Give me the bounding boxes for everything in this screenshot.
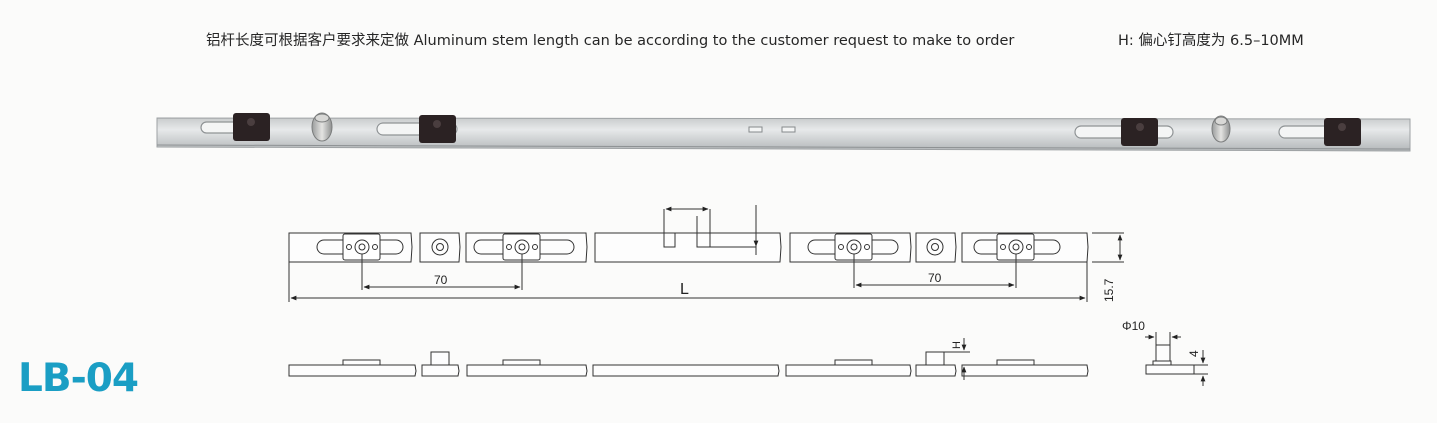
side-block <box>502 359 541 366</box>
dim-label-height: H <box>951 341 963 349</box>
locking-block <box>419 115 456 143</box>
eccentric-pin <box>1211 115 1231 143</box>
model-code: LB-04 <box>18 356 139 401</box>
side-view-drawing <box>288 338 1089 380</box>
side-block <box>834 359 873 366</box>
side-segment <box>915 364 957 377</box>
bar-segment <box>915 232 957 263</box>
dim-label-diameter: Φ10 <box>1122 319 1145 333</box>
side-block <box>342 359 381 366</box>
side-pin <box>430 351 450 366</box>
product-photo <box>156 112 1411 152</box>
dim-label-width: 15.7 <box>1102 278 1116 302</box>
bar-segment <box>419 232 461 263</box>
locking-block <box>233 113 270 141</box>
side-segment <box>288 364 417 377</box>
header-description: 铝杆长度可根据客户要求来定做 Aluminum stem length can … <box>206 33 1015 49</box>
top-view-drawing <box>288 205 1124 302</box>
bar-segment <box>594 232 782 263</box>
side-segment <box>961 364 1089 377</box>
height-note: H: 偏心钉高度为 6.5–10MM <box>1118 33 1304 49</box>
drawing-pin <box>926 238 944 256</box>
dim-label-70-left: 70 <box>434 273 448 287</box>
side-pin <box>925 351 945 366</box>
side-segment <box>785 364 912 377</box>
locking-block <box>1121 118 1158 146</box>
rod-hole <box>748 126 763 133</box>
dim-label-length: L <box>680 281 689 298</box>
pin-detail-drawing <box>1145 332 1208 386</box>
center-notch <box>663 233 756 248</box>
dim-label-pin-height: 4 <box>1187 350 1201 357</box>
side-block <box>996 359 1035 366</box>
drawing-pin <box>431 238 449 256</box>
eccentric-pin <box>311 112 333 142</box>
side-segment <box>466 364 588 377</box>
locking-block <box>1324 118 1361 146</box>
dim-label-70-right: 70 <box>928 271 942 285</box>
rod-hole <box>781 126 796 133</box>
side-segment <box>421 364 460 377</box>
side-segment <box>592 364 780 377</box>
